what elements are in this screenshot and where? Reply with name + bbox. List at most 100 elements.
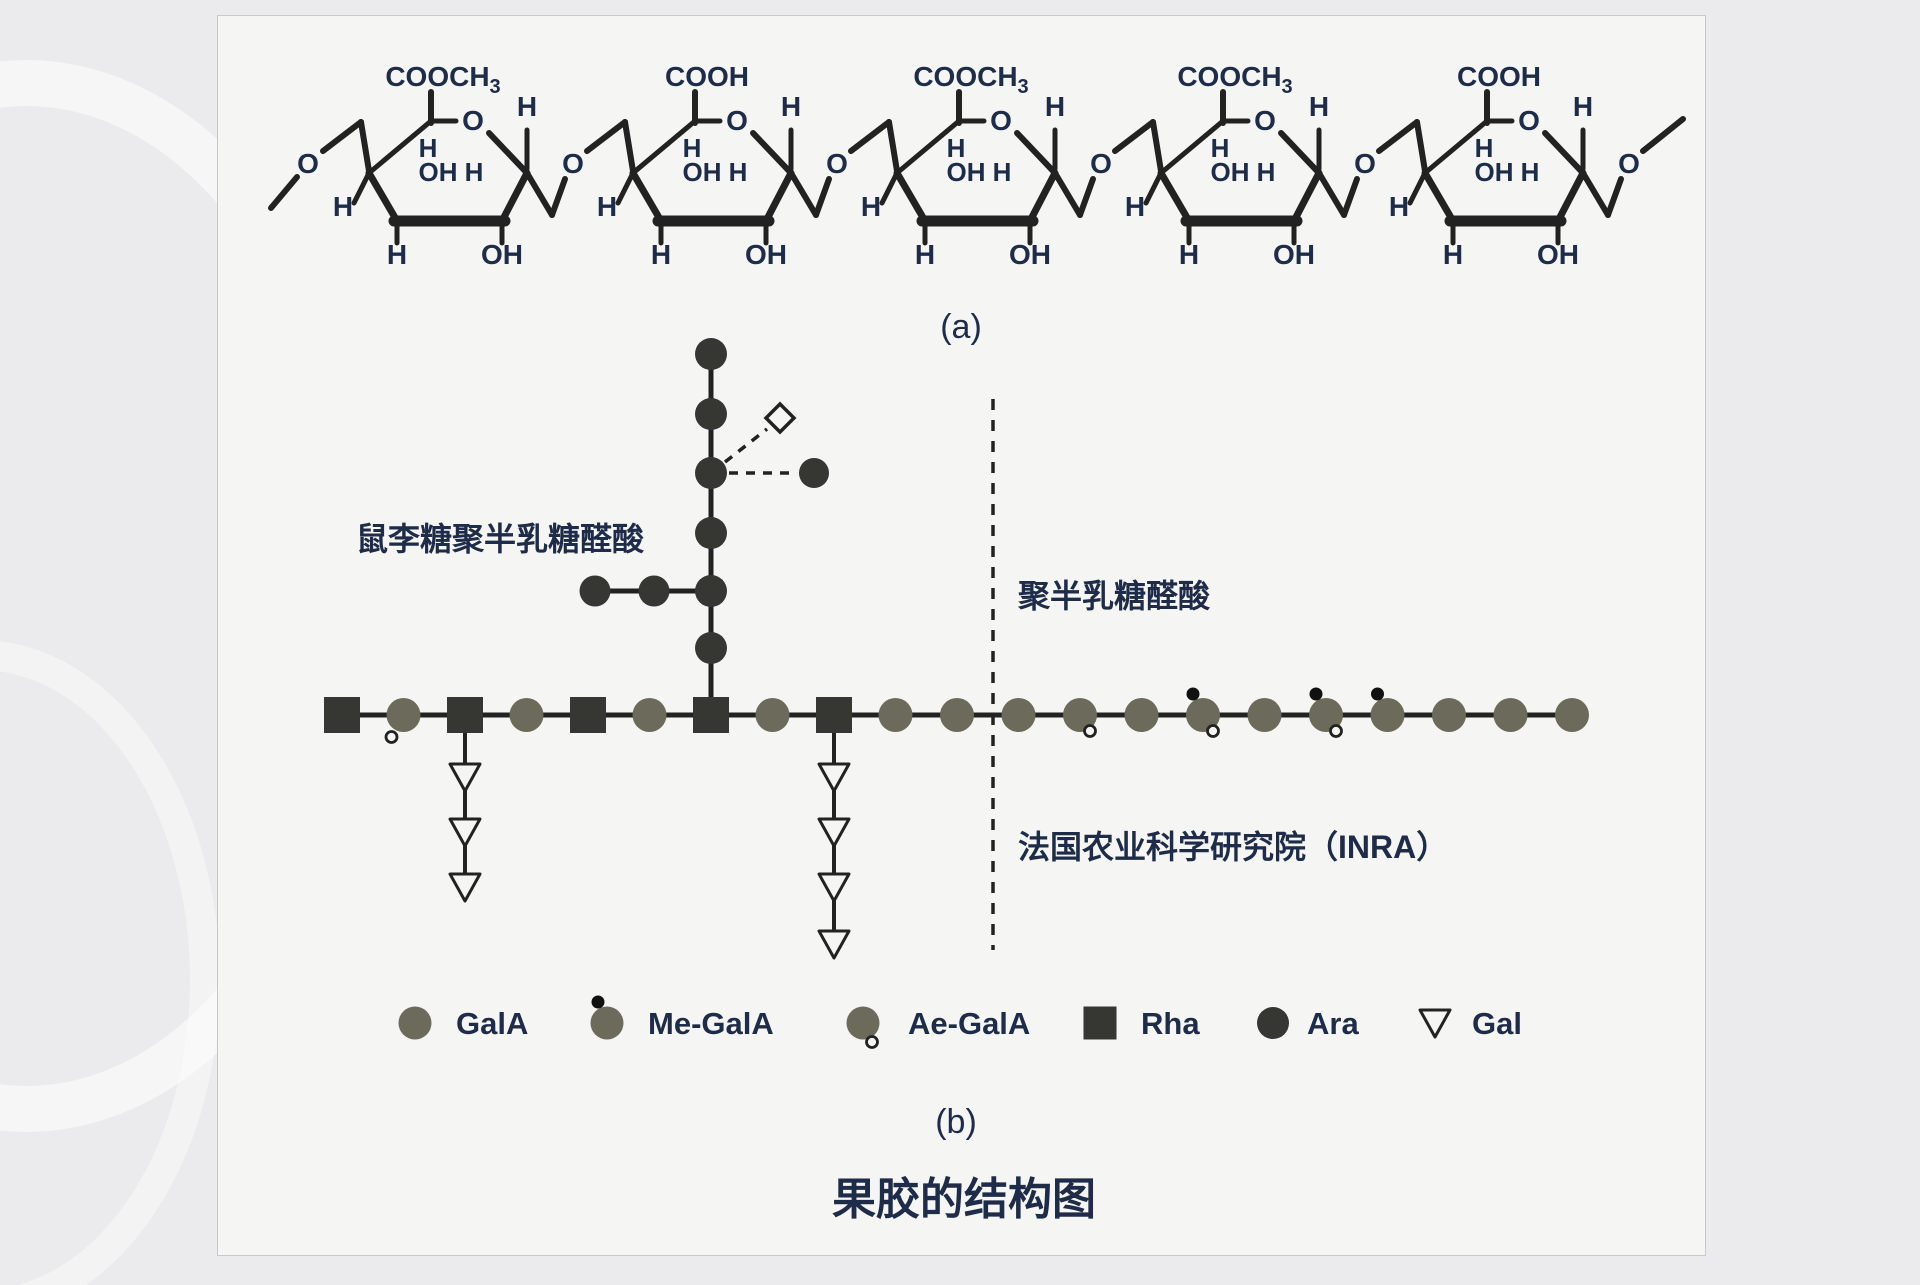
h-bond xyxy=(615,170,636,206)
glycosidic-bond xyxy=(549,176,568,218)
ring-bond xyxy=(1158,118,1226,176)
legend-label: Ae-GalA xyxy=(908,1006,1030,1041)
glycosidic-bond xyxy=(1580,170,1611,218)
ring-bond xyxy=(486,130,530,176)
backbone-node-rha xyxy=(693,697,729,733)
region-label-institute: 法国农业科学研究院（INRA） xyxy=(1018,829,1448,865)
part-b-label: (b) xyxy=(935,1103,977,1141)
glycosidic-bond xyxy=(848,119,892,154)
ring-oxygen-label: O xyxy=(990,105,1012,136)
figure-title: 果胶的结构图 xyxy=(832,1175,1096,1224)
ara-circle xyxy=(695,632,727,664)
carboxyl-label: COOCH3 xyxy=(913,61,1028,98)
chain-start-bond xyxy=(268,174,300,211)
ring-bond xyxy=(1026,169,1059,225)
bridge-oxygen-label: O xyxy=(562,148,584,179)
backbone-node-gala xyxy=(878,698,913,732)
ara-circle xyxy=(695,338,727,370)
hydrogen-label: H xyxy=(1179,239,1199,270)
hydroxyl-label: OH xyxy=(1211,157,1250,187)
ring-bond xyxy=(1014,130,1058,176)
gal-triangle xyxy=(817,929,851,960)
hydroxyl-label: OH xyxy=(1537,239,1579,270)
legend-item: Rha xyxy=(1083,1006,1200,1041)
glycosidic-bond xyxy=(1316,170,1347,218)
bond xyxy=(358,119,372,174)
hydrogen-label: H xyxy=(947,133,966,163)
hydroxyl-label: OH xyxy=(1475,157,1514,187)
glycosidic-bond xyxy=(1052,170,1083,218)
hydrogen-label: H xyxy=(1521,157,1540,187)
legend-item: Ara xyxy=(1257,1006,1359,1041)
hydroxyl-label: OH xyxy=(683,157,722,187)
backbone-node-gala xyxy=(755,698,790,732)
chain-end-bond xyxy=(1640,116,1686,154)
hydrogen-label: H xyxy=(915,239,935,270)
hydroxyl-label: OH xyxy=(419,157,458,187)
bridge-oxygen-label: O xyxy=(1354,148,1376,179)
hydrogen-label: H xyxy=(683,133,702,163)
ring-bond xyxy=(1542,130,1586,176)
legend-label: Gal xyxy=(1472,1006,1522,1041)
bridge-oxygen-label: O xyxy=(297,148,319,179)
h-bond xyxy=(351,170,372,206)
hydrogen-label: H xyxy=(419,133,438,163)
ara-circle xyxy=(579,575,611,607)
ring-bond xyxy=(365,169,401,225)
ring-bond xyxy=(894,118,962,176)
hydrogen-label: H xyxy=(1211,133,1230,163)
hydroxyl-label: OH xyxy=(947,157,986,187)
h-bond xyxy=(1407,170,1428,206)
hydrogen-label: H xyxy=(597,191,617,222)
diamond-marker xyxy=(763,401,797,435)
background-watermark xyxy=(0,640,220,1285)
backbone-node-rha xyxy=(570,697,606,733)
ring-bond xyxy=(762,169,795,225)
ring-bond xyxy=(1422,118,1490,176)
carboxyl-label: COOH xyxy=(1457,61,1541,92)
ara-circle xyxy=(695,457,727,489)
hydroxyl-label: OH xyxy=(1273,239,1315,270)
legend-label: Rha xyxy=(1141,1006,1200,1041)
hydrogen-label: H xyxy=(333,191,353,222)
bond xyxy=(320,119,364,154)
hydrogen-label: H xyxy=(781,91,801,122)
acetyl-marker xyxy=(384,730,399,744)
hydrogen-label: H xyxy=(1257,157,1276,187)
legend-label: Me-GalA xyxy=(648,1006,774,1041)
ara-circle xyxy=(695,575,727,607)
ae-gala-swatch xyxy=(846,1006,880,1040)
gal-triangle xyxy=(817,817,851,848)
bridge-oxygen-label: O xyxy=(1090,148,1112,179)
ring-bond xyxy=(1157,169,1193,225)
gal-triangle xyxy=(817,872,851,903)
ring-bond xyxy=(750,130,794,176)
region-label-homogalacturonan: 聚半乳糖醛酸 xyxy=(1017,578,1211,614)
ring-bond xyxy=(1278,130,1322,176)
ara-circle xyxy=(695,517,727,549)
hydrogen-label: H xyxy=(729,157,748,187)
glycosidic-bond xyxy=(1605,176,1624,218)
ring-oxygen-label: O xyxy=(462,105,484,136)
carboxyl-label: COOCH3 xyxy=(385,61,500,98)
backbone-node-rha xyxy=(816,697,852,733)
hydrogen-label: H xyxy=(1389,191,1409,222)
legend-item: Ae-GalA xyxy=(846,1006,1030,1049)
hydroxyl-label: OH xyxy=(745,239,787,270)
backbone-node-gala xyxy=(1370,698,1405,732)
glycosidic-bond xyxy=(524,170,555,218)
methyl-marker xyxy=(1371,687,1384,701)
glycosidic-bond xyxy=(1341,176,1360,218)
hydroxyl-label: OH xyxy=(481,239,523,270)
carboxyl-label: COOH xyxy=(665,61,749,92)
acetyl-marker xyxy=(865,1035,879,1049)
ring-oxygen-label: O xyxy=(1518,105,1540,136)
ring-bond xyxy=(366,118,434,176)
backbone-node-gala xyxy=(509,698,544,732)
hydrogen-label: H xyxy=(1475,133,1494,163)
ring-bond xyxy=(893,169,929,225)
backbone-node-gala xyxy=(1493,698,1528,732)
hydrogen-label: H xyxy=(1309,91,1329,122)
carboxyl-label: COOCH3 xyxy=(1177,61,1292,98)
